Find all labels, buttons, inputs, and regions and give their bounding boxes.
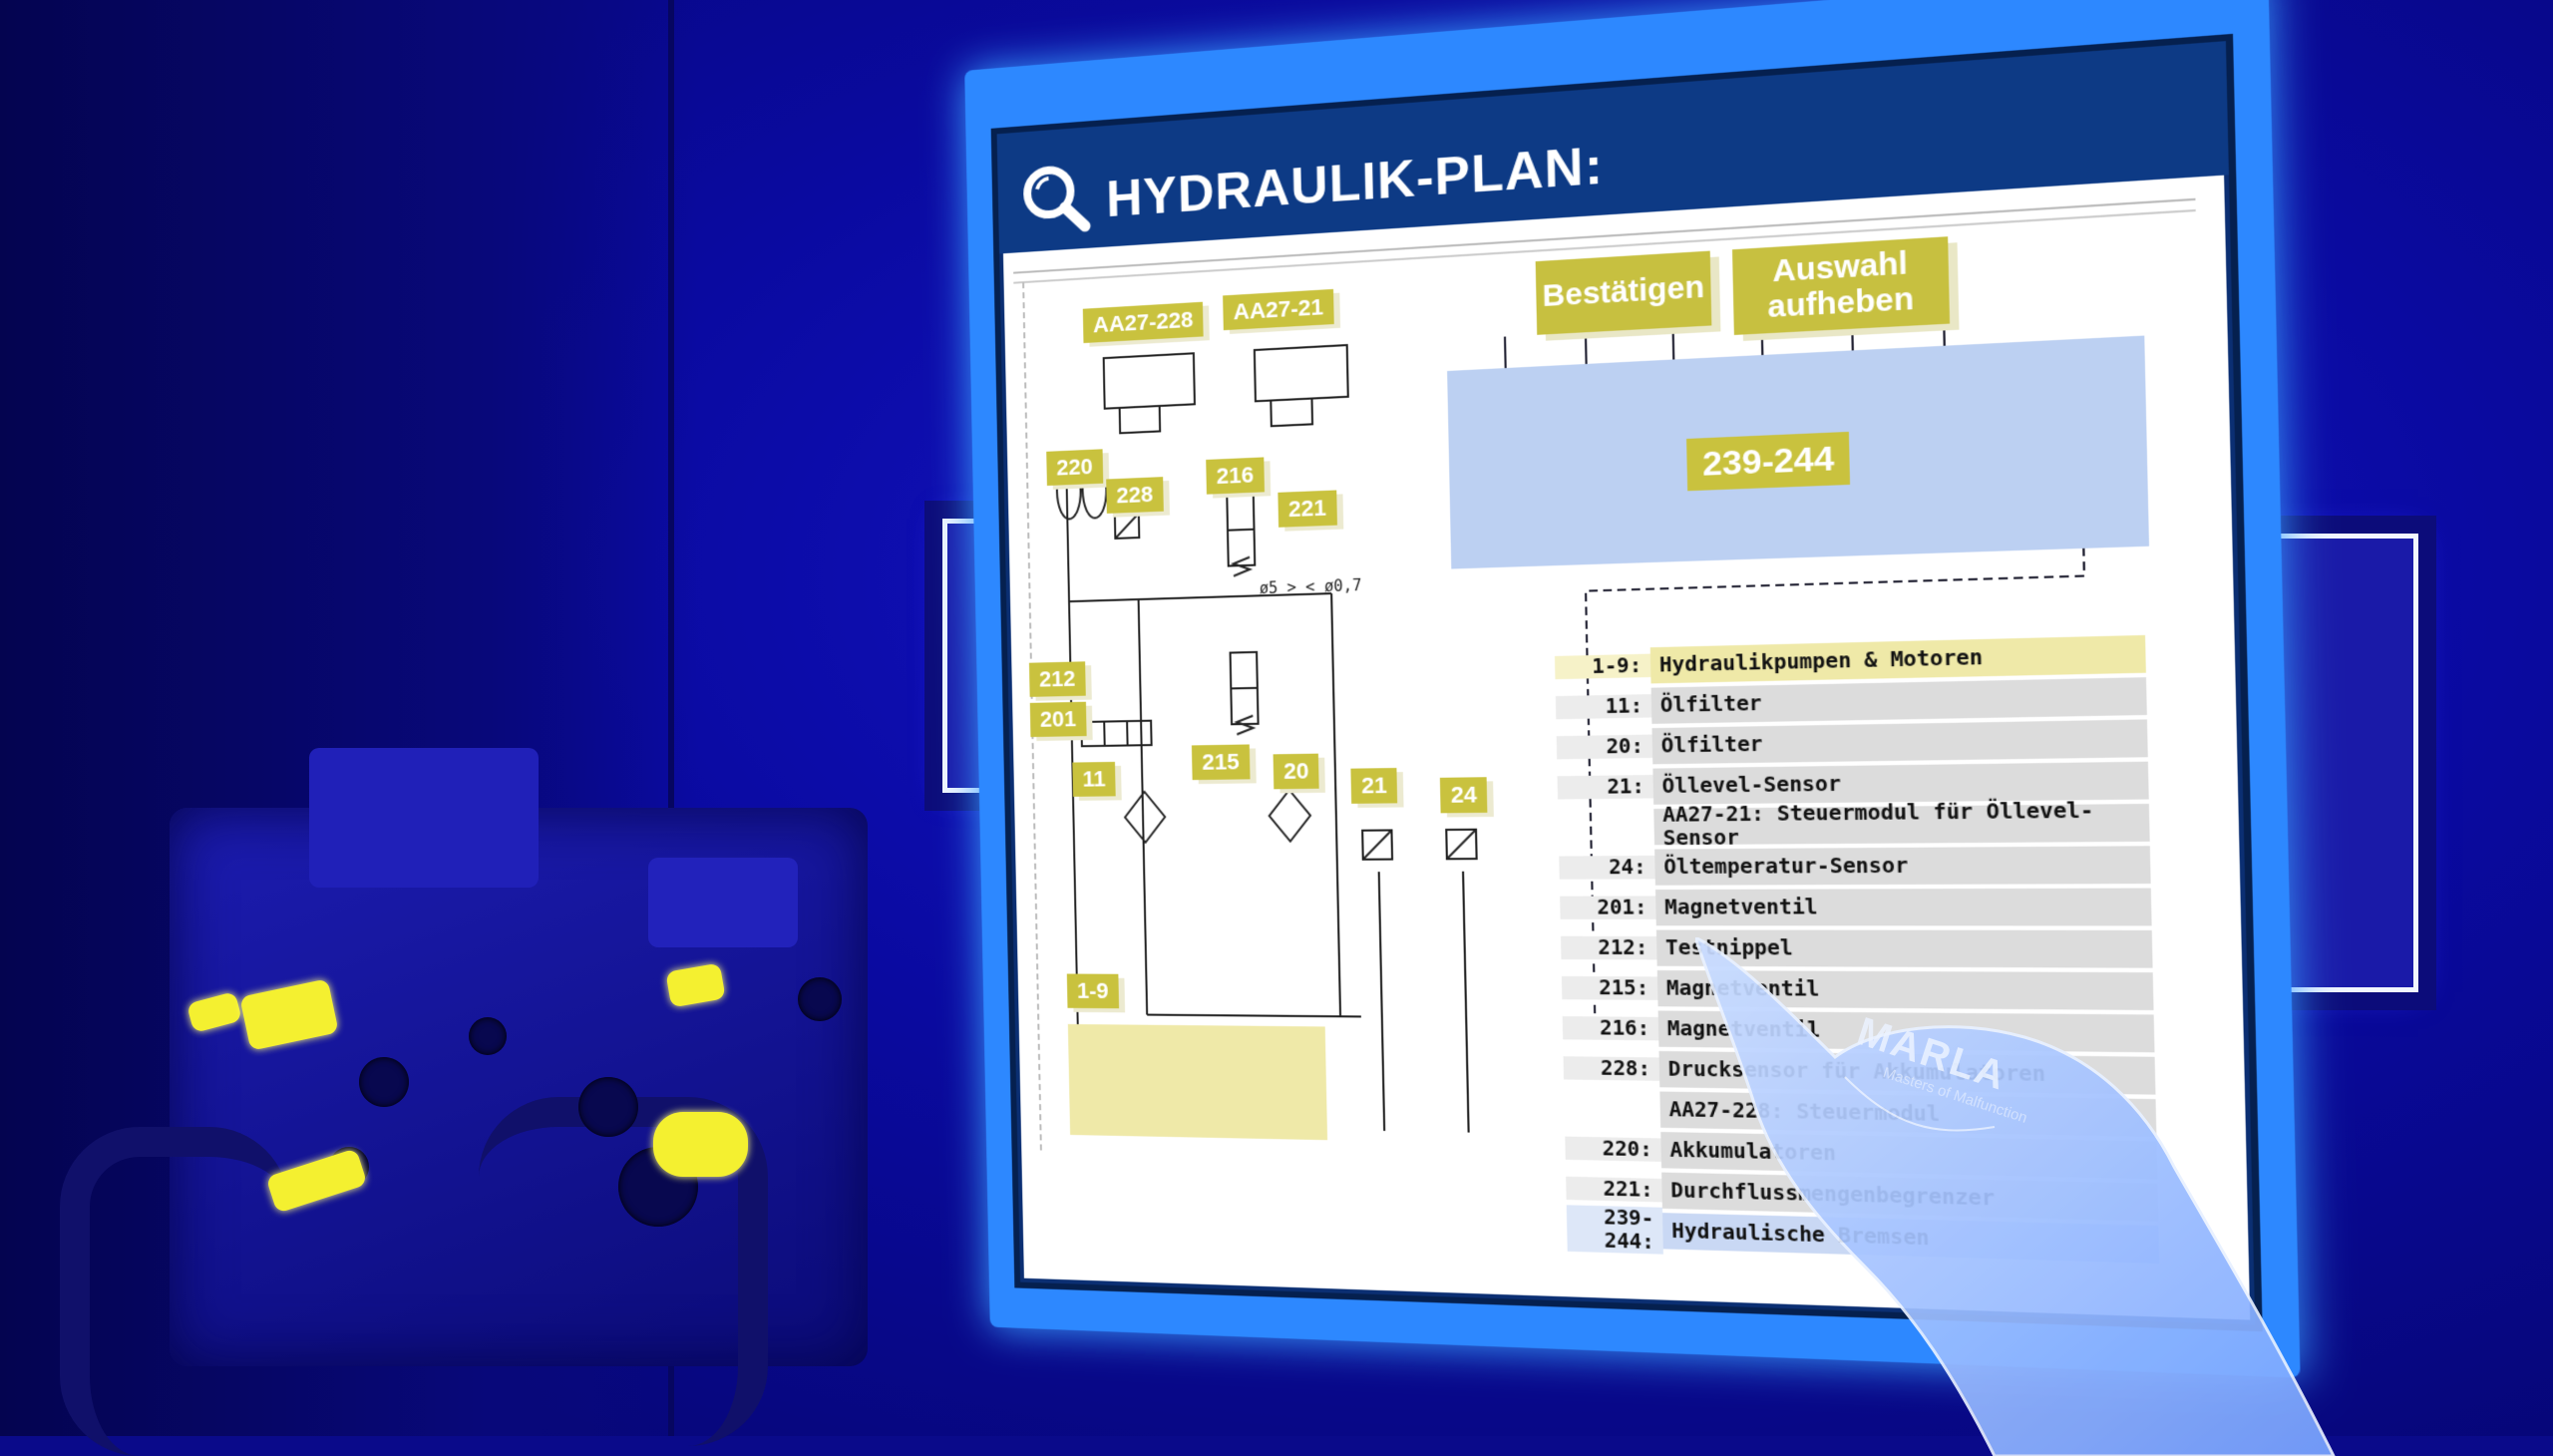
tag-aa27-228[interactable]: AA27-228 <box>1083 302 1204 343</box>
tag-239-244[interactable]: 239-244 <box>1686 432 1851 491</box>
page-title: HYDRAULIK-PLAN: <box>1106 135 1605 228</box>
legend-label: Öltemperatur-Sensor <box>1654 846 2151 886</box>
hydraulic-unit-box <box>648 858 798 947</box>
tag-21[interactable]: 21 <box>1350 768 1397 804</box>
legend-key: 21: <box>1558 775 1653 800</box>
legend-row[interactable]: 11:Ölfilter <box>1556 677 2147 725</box>
legend-key: 20: <box>1557 735 1652 760</box>
legend-key: 239-244: <box>1567 1205 1663 1254</box>
legend-row[interactable]: 201:Magnetventil <box>1560 889 2152 926</box>
orifice-label: ø5 > < ø0,7 <box>1260 576 1362 597</box>
hydraulic-unit-tank <box>309 748 539 888</box>
legend-key: 216: <box>1563 1016 1659 1040</box>
tag-1-9[interactable]: 1-9 <box>1067 973 1119 1008</box>
tag-216[interactable]: 216 <box>1206 457 1265 494</box>
legend-key: 212: <box>1561 936 1657 960</box>
tag-212[interactable]: 212 <box>1029 661 1086 697</box>
legend-key: 1-9: <box>1555 654 1650 680</box>
legend-key: 228: <box>1564 1056 1660 1081</box>
legend-row[interactable]: AA27-21: Steuermodul für Öllevel-Sensor <box>1558 804 2149 846</box>
legend-label: Magnetventil <box>1655 889 2152 926</box>
tag-201[interactable]: 201 <box>1030 702 1087 737</box>
port <box>578 1077 638 1137</box>
tag-aa27-21[interactable]: AA27-21 <box>1223 289 1334 330</box>
port <box>359 1057 409 1107</box>
tag-20[interactable]: 20 <box>1274 754 1320 790</box>
tag-215[interactable]: 215 <box>1192 744 1250 780</box>
pipe <box>60 1127 289 1456</box>
legend-row[interactable]: 20:Ölfilter <box>1557 719 2148 765</box>
highlighted-fitting[interactable] <box>653 1112 748 1177</box>
legend-row[interactable]: 24:Öltemperatur-Sensor <box>1559 846 2151 886</box>
tag-228[interactable]: 228 <box>1106 477 1163 514</box>
legend-key: 221: <box>1566 1177 1662 1203</box>
tag-221[interactable]: 221 <box>1277 490 1336 527</box>
vr-glove-hand <box>1695 937 2413 1456</box>
port <box>798 977 842 1021</box>
legend-label: Ölfilter <box>1651 677 2147 724</box>
pumps-highlight[interactable] <box>1068 1024 1327 1140</box>
legend-label: AA27-21: Steuermodul für Öllevel-Sensor <box>1653 804 2149 845</box>
legend-label: Ölfilter <box>1652 719 2148 764</box>
legend-key: 24: <box>1559 856 1655 880</box>
search-icon <box>1017 157 1097 242</box>
tag-11[interactable]: 11 <box>1072 762 1116 797</box>
tag-24[interactable]: 24 <box>1440 777 1488 813</box>
confirm-button[interactable]: Bestätigen <box>1536 251 1712 335</box>
legend-key: 201: <box>1560 896 1656 918</box>
tag-220[interactable]: 220 <box>1046 449 1103 486</box>
legend-key <box>1565 1108 1660 1110</box>
legend-key: 215: <box>1562 976 1658 1000</box>
legend-key: 11: <box>1556 694 1651 719</box>
deselect-button[interactable]: Auswahl aufheben <box>1732 236 1950 335</box>
port <box>469 1017 507 1055</box>
legend-key <box>1559 827 1654 828</box>
legend-key: 220: <box>1565 1137 1661 1162</box>
